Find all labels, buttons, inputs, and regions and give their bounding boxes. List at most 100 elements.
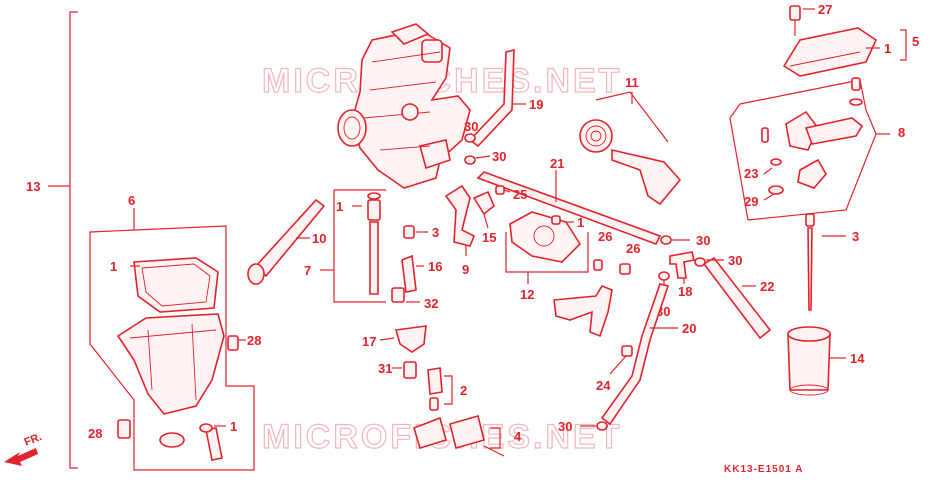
screw-24 bbox=[621, 345, 633, 357]
clip-30f bbox=[596, 421, 608, 431]
callout-4: 4 bbox=[514, 429, 522, 444]
drain-oring bbox=[199, 423, 213, 433]
callout-32: 32 bbox=[424, 296, 438, 311]
bracket-7 bbox=[333, 189, 386, 303]
carburetor-body bbox=[337, 23, 471, 189]
clip-30a bbox=[464, 133, 476, 143]
leader-30b bbox=[475, 155, 491, 159]
callout-29: 29 bbox=[744, 194, 758, 209]
callout-6: 6 bbox=[128, 193, 135, 208]
screw-knob-10 bbox=[247, 263, 265, 285]
callout-10: 10 bbox=[312, 231, 326, 246]
bracket-12 bbox=[505, 232, 589, 273]
callout-22: 22 bbox=[760, 279, 774, 294]
callout-30f: 30 bbox=[558, 419, 572, 434]
throttle-drum-11 bbox=[579, 91, 682, 206]
callout-30d: 30 bbox=[728, 253, 742, 268]
callout-18: 18 bbox=[678, 284, 692, 299]
callout-26a: 26 bbox=[598, 229, 612, 244]
callout-19: 19 bbox=[529, 97, 543, 112]
pump-lever-9 bbox=[444, 184, 476, 247]
drain-plug bbox=[159, 432, 185, 448]
leader-23 bbox=[763, 167, 773, 175]
needle-jet-holder-17 bbox=[394, 325, 427, 353]
clip-30d bbox=[694, 257, 706, 267]
callout-20: 20 bbox=[682, 321, 696, 336]
callout-16: 16 bbox=[428, 259, 442, 274]
hose-20 bbox=[600, 283, 670, 426]
diagram-code: KK13-E1501 A bbox=[724, 464, 803, 475]
direction-label: FR. bbox=[23, 431, 44, 449]
jet-31 bbox=[403, 361, 417, 379]
callout-23: 23 bbox=[744, 166, 758, 181]
bracket-5 bbox=[900, 29, 907, 61]
float-chamber-body bbox=[116, 313, 225, 415]
throttle-valve-14 bbox=[787, 326, 831, 396]
bracket-8 bbox=[729, 79, 877, 221]
drain-screw bbox=[205, 427, 223, 461]
jet-stack bbox=[367, 192, 417, 303]
clip-30c bbox=[660, 235, 672, 245]
pump-rod-15 bbox=[472, 190, 495, 216]
hose-guide-bracket bbox=[553, 285, 613, 338]
fitting-18 bbox=[669, 251, 695, 279]
leader-25 bbox=[503, 189, 511, 193]
screw-25 bbox=[495, 185, 505, 195]
callout-1-gasket: 1 bbox=[110, 259, 117, 274]
callout-28b: 28 bbox=[88, 426, 102, 441]
callout-30c: 30 bbox=[696, 233, 710, 248]
bracket-6 bbox=[89, 225, 255, 471]
screw-28b bbox=[117, 419, 131, 439]
callout-27: 27 bbox=[818, 2, 832, 17]
float-4 bbox=[413, 415, 505, 457]
callout-1-carb: 1 bbox=[336, 199, 343, 214]
accelerator-pump-12 bbox=[509, 211, 582, 263]
callout-15: 15 bbox=[482, 230, 496, 245]
callout-1-mid: 1 bbox=[577, 215, 584, 230]
float-chamber-gasket bbox=[133, 257, 219, 313]
hose-22 bbox=[702, 256, 772, 340]
screw-26a bbox=[593, 259, 603, 271]
clip-30b bbox=[464, 155, 476, 165]
screw-26b bbox=[619, 263, 631, 275]
callout-11: 11 bbox=[625, 75, 639, 90]
callout-12: 12 bbox=[520, 287, 534, 302]
callout-30a: 30 bbox=[464, 119, 478, 134]
bracket-4 bbox=[490, 427, 501, 449]
callout-5: 5 bbox=[912, 34, 919, 49]
callout-17: 17 bbox=[362, 334, 376, 349]
leader-17 bbox=[379, 337, 395, 341]
callout-28a: 28 bbox=[247, 333, 261, 348]
callout-2: 2 bbox=[460, 383, 467, 398]
jet-needle-3 bbox=[805, 213, 815, 311]
callout-1-bottom: 1 bbox=[230, 419, 237, 434]
leader-29 bbox=[763, 193, 775, 201]
screw-28a bbox=[227, 335, 239, 351]
callout-21: 21 bbox=[550, 156, 564, 171]
callout-31: 31 bbox=[378, 361, 392, 376]
callout-30b: 30 bbox=[492, 149, 506, 164]
callout-13: 13 bbox=[26, 179, 40, 194]
clip-30e bbox=[658, 271, 670, 281]
bracket-13 bbox=[69, 11, 78, 469]
callout-24: 24 bbox=[596, 378, 611, 393]
leader-24 bbox=[609, 355, 627, 375]
choke-lever-assembly bbox=[761, 77, 864, 195]
callout-3-needle: 3 bbox=[852, 229, 859, 244]
tube-21 bbox=[476, 171, 662, 245]
callout-8: 8 bbox=[898, 125, 905, 140]
callout-7: 7 bbox=[304, 263, 311, 278]
front-direction-arrow: FR. bbox=[4, 431, 44, 466]
callout-1-top: 1 bbox=[884, 41, 891, 56]
callout-14: 14 bbox=[850, 351, 865, 366]
callout-9: 9 bbox=[462, 262, 469, 277]
leader-15 bbox=[483, 213, 489, 229]
callout-25: 25 bbox=[513, 187, 527, 202]
float-valve-2 bbox=[427, 367, 443, 411]
callout-3-jet: 3 bbox=[432, 225, 439, 240]
bracket-2 bbox=[444, 375, 453, 405]
callout-26b: 26 bbox=[626, 241, 640, 256]
top-cover-5 bbox=[782, 5, 878, 77]
